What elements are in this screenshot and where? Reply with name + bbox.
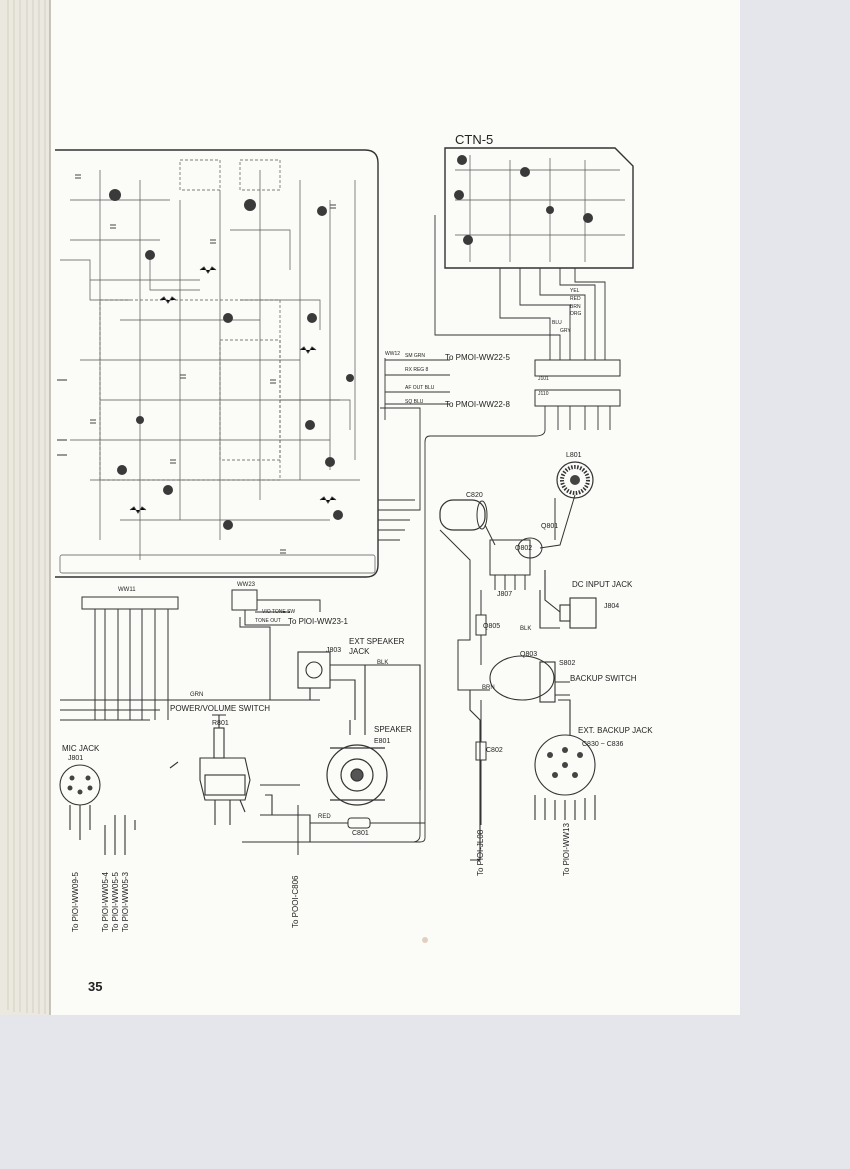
to-pl-ww13: To PlOI-WW13 <box>562 823 571 876</box>
to-pl-jl08: To PlOI-JL08 <box>476 829 485 876</box>
j101-label: J101 <box>538 376 549 382</box>
c820-capacitor <box>439 499 488 531</box>
wire-blk-dc: BLK <box>520 626 532 632</box>
ww11-label: WW11 <box>118 587 136 593</box>
to-pl-ww09-5: To PlOI-WW09-5 <box>71 871 80 932</box>
ww23-label: WW23 <box>237 582 255 588</box>
mic-jack-symbol <box>59 764 136 855</box>
page-edge-lines <box>7 0 46 1014</box>
main-pcb <box>55 149 379 578</box>
power-volume-switch-symbol <box>169 714 350 843</box>
ctn5-detail <box>455 155 625 262</box>
page-stack-edge <box>0 0 50 1015</box>
ww12-block <box>378 358 450 541</box>
c802-label: C802 <box>486 747 503 754</box>
power-volume-switch-label: POWER/VOLUME SWITCH <box>170 704 271 713</box>
wire-red-c801: RED <box>318 814 331 820</box>
wire-red: RED <box>570 296 581 302</box>
j807-label: J807 <box>497 591 513 598</box>
dc-input-jack-symbol <box>539 570 597 629</box>
misc-wires <box>57 379 421 843</box>
wire-grn: GRN <box>190 692 204 698</box>
wire-blk-spk: BLK <box>377 660 389 666</box>
ctn5-wire-bundle <box>242 215 611 843</box>
q803-label: Q803 <box>520 651 538 658</box>
page-paper <box>50 0 740 1015</box>
c830-c836-label: C830 ~ C836 <box>582 741 624 748</box>
q802-label: Q802 <box>515 545 533 552</box>
wire-rx-reg: RX REG 8 <box>405 367 429 373</box>
to-po-c806: To POOI-C806 <box>291 875 300 928</box>
ww23-connector <box>231 589 321 700</box>
wire-brn-backup: BRN <box>482 685 495 691</box>
to-pl-ww23-1: To PlOI-WW23-1 <box>288 617 349 626</box>
j110-connector <box>534 389 621 407</box>
j803-label: J803 <box>326 647 342 654</box>
j801-label: J801 <box>68 755 84 762</box>
c801-capacitor <box>297 805 425 855</box>
to-pl-ww05-4: To PlOI-WW05-4 <box>101 871 110 932</box>
ww11-connector <box>60 596 320 721</box>
q805-label: Q805 <box>483 623 501 630</box>
ext-speaker-jack-symbol <box>297 651 421 790</box>
q801-label: Q801 <box>541 523 559 530</box>
ctn5-title: CTN-5 <box>455 132 494 147</box>
page-number: 35 <box>88 979 103 994</box>
paper-mark <box>422 937 428 943</box>
ext-backup-jack-symbol <box>534 699 596 820</box>
ext-speaker-jack-label: EXT SPEAKER <box>349 637 405 646</box>
mic-jack-label: MIC JACK <box>62 744 100 753</box>
pcb-small-marks <box>75 174 337 554</box>
to-pm-ww22-8: To PMOI-WW22-8 <box>445 400 510 409</box>
ext-speaker-jack-label-2: JACK <box>349 647 370 656</box>
backup-switch-label: BACKUP SWITCH <box>570 674 637 683</box>
wire-tone-out: TONE OUT <box>255 618 281 624</box>
e801-label: E801 <box>374 738 391 745</box>
backup-switch-symbol <box>469 655 570 861</box>
to-pl-ww05-3: To PlOI-WW05-3 <box>121 871 130 932</box>
j101-connector <box>534 359 621 377</box>
power-transistors <box>439 494 576 691</box>
wire-orn: ORG <box>570 311 582 317</box>
q805-capacitor <box>475 590 487 665</box>
ww12-label: WW12 <box>385 351 400 357</box>
c801-label: C801 <box>352 830 369 837</box>
pcb-components <box>109 189 354 530</box>
j804-label: J804 <box>604 603 620 610</box>
l801-label: L801 <box>566 452 582 459</box>
wire-yel: YEL <box>570 288 580 294</box>
to-pl-ww05-5: To PlOI-WW05-5 <box>111 871 120 932</box>
pcb-traces <box>59 159 376 574</box>
wire-brn: BRN <box>570 304 581 310</box>
wire-blu: BLU <box>552 320 562 326</box>
ext-backup-jack-pins <box>547 747 583 778</box>
mic-jack-pins <box>67 775 93 795</box>
to-pm-ww22-5: To PMOI-WW22-5 <box>445 353 510 362</box>
speaker-label: SPEAKER <box>374 725 412 734</box>
l801-coil <box>556 461 594 499</box>
speaker-symbol <box>326 744 388 806</box>
wire-sm-grn: SM GRN <box>405 353 425 359</box>
wire-af-out: AF OUT BLU <box>405 385 435 391</box>
c820-label: C820 <box>466 492 483 499</box>
ctn5-board <box>444 147 634 269</box>
wire-sq-blu: SQ BLU <box>405 399 424 405</box>
ctn5-transistors <box>454 155 593 245</box>
wire-gry: GRY <box>560 328 571 334</box>
c802-capacitor <box>475 700 487 825</box>
j110-label: J110 <box>538 391 549 397</box>
s802-label: S802 <box>559 660 576 667</box>
wire-vio-tone: VIO TONE SW <box>262 609 296 615</box>
dc-input-jack-label: DC INPUT JACK <box>572 580 633 589</box>
r801-label: R801 <box>212 720 229 727</box>
ext-backup-jack-label: EXT. BACKUP JACK <box>578 726 653 735</box>
